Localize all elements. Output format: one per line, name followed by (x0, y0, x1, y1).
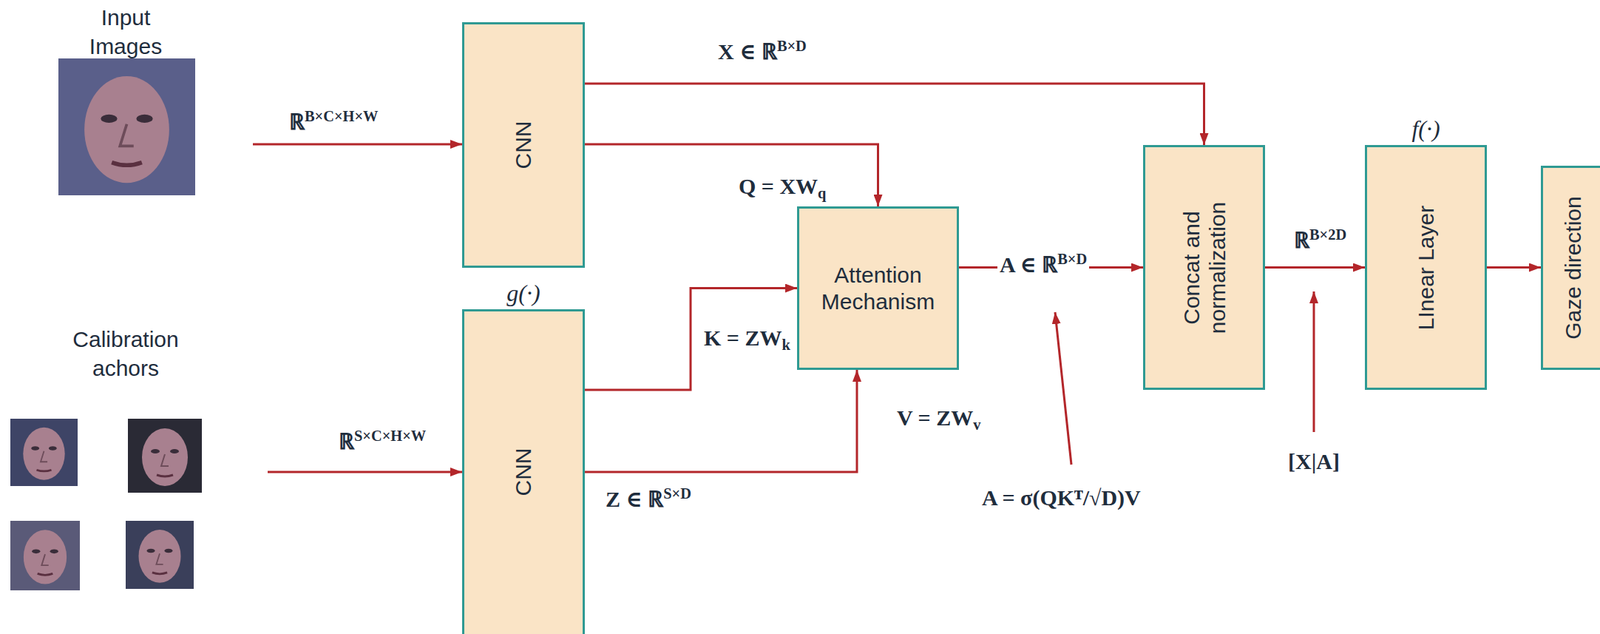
box-text: LInear Layer (1412, 158, 1439, 377)
subscript: k (781, 336, 790, 353)
anchor-face (141, 428, 188, 486)
box-text: Concat and normalization (1178, 158, 1230, 377)
anchor-face (23, 529, 67, 584)
arrow-connector (584, 144, 879, 207)
superscript: B×D (1057, 250, 1087, 267)
leader-arrow (1055, 312, 1072, 465)
anchor-face-image (125, 520, 194, 589)
superscript: S×D (663, 485, 692, 502)
arrow-connector (1486, 266, 1541, 269)
box-text: CNN (510, 35, 537, 255)
anchor-face (138, 529, 181, 583)
arrow-connector (584, 288, 798, 391)
function-label: f(·) (1367, 115, 1485, 143)
arrow-connector (584, 369, 857, 472)
math-label: [X|A] (1285, 446, 1342, 476)
process-box: Attention Mechanism (797, 206, 959, 370)
edge-label: A ∈ ℝB×D (997, 249, 1090, 279)
leader-arrow (1313, 291, 1316, 432)
edge-label: X ∈ ℝB×D (715, 36, 809, 66)
math-label: Z ∈ ℝS×D (603, 483, 694, 514)
arrow-connector (1265, 266, 1365, 269)
process-box: Concat and normalization (1143, 144, 1266, 390)
function-label: g(·) (464, 279, 583, 307)
math-label: ℝS×C×H×W (336, 425, 429, 456)
anchor-face-image (10, 418, 78, 486)
edge-label: ℝB×2D (1291, 224, 1349, 255)
input-arrow (267, 470, 463, 474)
box-text: Attention Mechanism (799, 261, 957, 315)
math-label: ℝB×C×H×W (286, 106, 381, 137)
edge-label: V = ZWv (894, 402, 983, 435)
anchor-face-image (10, 520, 80, 591)
edge-label: K = ZWk (701, 323, 793, 355)
subscript: v (973, 416, 981, 433)
input-face (84, 76, 170, 183)
subscript: q (817, 184, 826, 202)
process-box: f(·)LInear Layer (1364, 144, 1487, 390)
arrow-connector (584, 83, 1205, 145)
process-box: Gaze direction (1540, 165, 1600, 370)
superscript: B×2D (1309, 226, 1347, 243)
superscript: S×C×H×W (354, 427, 426, 444)
edge-label: Q = XWq (736, 171, 829, 204)
box-text: CNN (510, 314, 537, 629)
box-text: Gaze direction (1560, 178, 1587, 357)
input-arrow (252, 143, 463, 146)
math-label: A = σ(QKᵀ/√D)V (979, 482, 1144, 512)
input-face-image (58, 58, 196, 196)
anchor-face (22, 427, 65, 480)
process-box: CNN (462, 22, 585, 268)
text-label: Calibration achors (48, 324, 204, 383)
text-label: Input Images (66, 2, 185, 61)
process-box: g(·)CNN (462, 309, 585, 634)
anchor-face-image (127, 418, 202, 493)
superscript: B×D (777, 37, 807, 54)
superscript: B×C×H×W (304, 107, 378, 125)
